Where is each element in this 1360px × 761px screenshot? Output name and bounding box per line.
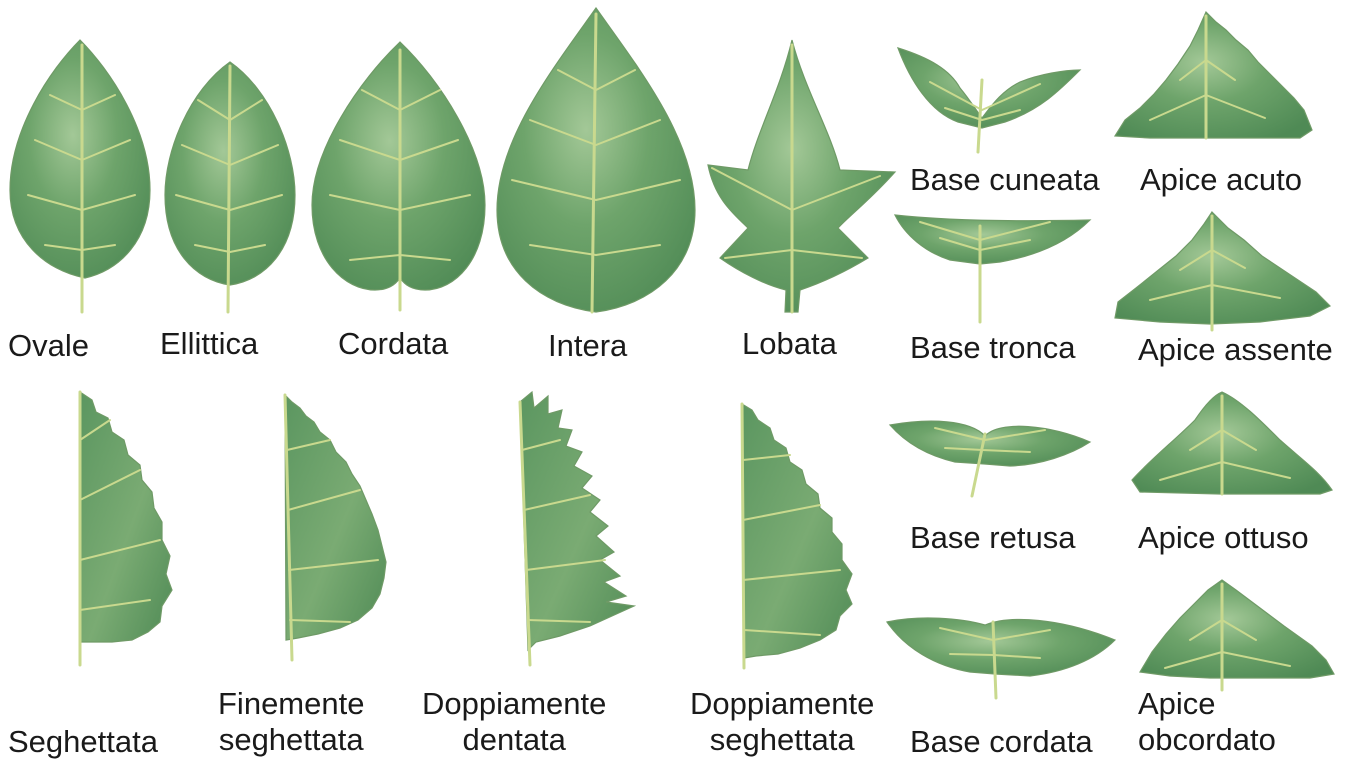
label-cordata: Cordata (338, 326, 448, 362)
leaf-apice-acuto (1115, 12, 1312, 138)
label-ellittica: Ellittica (160, 326, 258, 362)
leaf-apice-obcordato (1140, 580, 1334, 690)
label-dopp-dentata-line1: Doppiamente (422, 686, 606, 722)
label-base-cuneata: Base cuneata (910, 162, 1100, 198)
label-base-tronca: Base tronca (910, 330, 1075, 366)
label-dopp-seghettata-line2: seghettata (710, 722, 855, 758)
leaf-apice-assente (1115, 212, 1330, 330)
leaf-base-tronca (895, 215, 1090, 322)
label-ovale: Ovale (8, 328, 89, 364)
label-finemente-line2: seghettata (219, 722, 364, 758)
label-apice-obcordato-line1: Apice (1138, 686, 1216, 722)
label-apice-obcordato-line2: obcordato (1138, 722, 1276, 758)
leaf-base-cuneata (898, 48, 1080, 152)
leaf-margin-seghettata (80, 392, 172, 665)
label-dopp-seghettata-line1: Doppiamente (690, 686, 874, 722)
leaf-ellittica (165, 62, 295, 312)
label-finemente-seghettata: Finemente seghettata (218, 686, 364, 758)
label-apice-ottuso: Apice ottuso (1138, 520, 1309, 556)
leaf-margin-finemente-seghettata (285, 395, 386, 660)
label-seghettata: Seghettata (8, 724, 158, 760)
label-apice-obcordato: Apice obcordato (1138, 686, 1276, 758)
leaf-lobata (708, 40, 895, 312)
leaf-margin-doppiamente-seghettata (742, 404, 852, 668)
label-apice-acuto: Apice acuto (1140, 162, 1302, 198)
label-intera: Intera (548, 328, 627, 364)
leaf-margin-doppiamente-dentata (520, 392, 634, 665)
leaf-base-retusa (890, 421, 1090, 496)
label-base-retusa: Base retusa (910, 520, 1075, 556)
label-apice-assente: Apice assente (1138, 332, 1333, 368)
label-doppiamente-dentata: Doppiamente dentata (422, 686, 606, 758)
leaf-intera (497, 8, 695, 312)
label-doppiamente-seghettata: Doppiamente seghettata (690, 686, 874, 758)
leaf-base-cordata (887, 618, 1115, 698)
label-lobata: Lobata (742, 326, 837, 362)
label-dopp-dentata-line2: dentata (462, 722, 565, 758)
label-finemente-line1: Finemente (218, 686, 364, 722)
leaf-cordata (312, 42, 485, 310)
leaf-ovale (10, 40, 150, 312)
leaf-apice-ottuso (1132, 392, 1332, 494)
label-base-cordata: Base cordata (910, 724, 1093, 760)
